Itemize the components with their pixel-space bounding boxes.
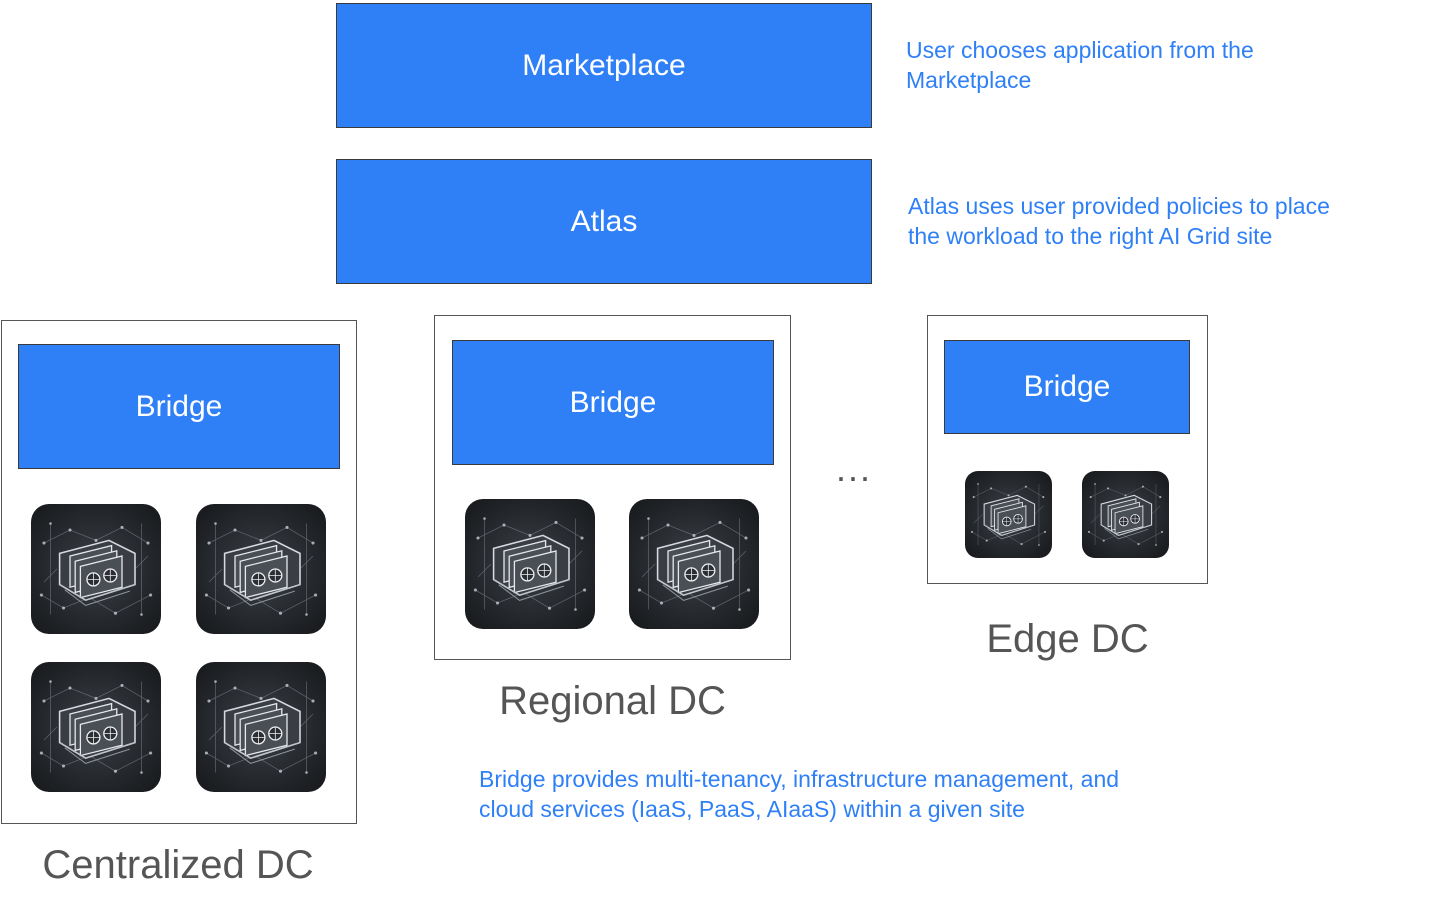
marketplace-note: User chooses application from the Market… (906, 35, 1254, 95)
regional-bridge-label: Bridge (569, 385, 657, 419)
edge-dc-label: Edge DC (986, 617, 1149, 661)
edge-dc-box: Bridge (927, 315, 1208, 584)
gpu-server-icon (465, 499, 595, 629)
gpu-server-icon (196, 504, 326, 634)
centralized-dc-box: Bridge (1, 320, 357, 824)
bridge-note-line2: cloud services (IaaS, PaaS, AIaaS) withi… (479, 796, 1025, 822)
gpu-server-icon (31, 662, 161, 792)
gpu-server-illustration (637, 517, 751, 611)
gpu-server-icon (965, 471, 1052, 558)
atlas-box: Atlas (336, 159, 872, 284)
atlas-note: Atlas uses user provided policies to pla… (908, 191, 1330, 251)
bridge-note: Bridge provides multi-tenancy, infrastru… (479, 764, 1119, 824)
gpu-server-illustration (970, 483, 1047, 546)
centralized-bridge-box: Bridge (18, 344, 340, 469)
gpu-server-illustration (473, 517, 587, 611)
gpu-server-illustration (204, 522, 318, 616)
more-sites-ellipsis: ... (836, 448, 873, 489)
gpu-server-illustration (204, 680, 318, 774)
gpu-server-icon (31, 504, 161, 634)
regional-dc-box: Bridge (434, 315, 791, 660)
atlas-label: Atlas (570, 204, 638, 238)
edge-bridge-label: Bridge (1023, 370, 1111, 403)
marketplace-box: Marketplace (336, 3, 872, 128)
gpu-server-icon (629, 499, 759, 629)
marketplace-label: Marketplace (522, 48, 686, 82)
edge-bridge-box: Bridge (944, 340, 1190, 434)
marketplace-note-line2: Marketplace (906, 67, 1032, 93)
atlas-note-line2: the workload to the right AI Grid site (908, 223, 1273, 249)
atlas-note-line1: Atlas uses user provided policies to pla… (908, 193, 1330, 219)
centralized-bridge-label: Bridge (135, 389, 223, 423)
bridge-note-line1: Bridge provides multi-tenancy, infrastru… (479, 766, 1120, 792)
centralized-dc-label: Centralized DC (42, 843, 314, 887)
gpu-server-icon (1082, 471, 1169, 558)
gpu-server-illustration (39, 680, 153, 774)
gpu-server-illustration (1087, 483, 1164, 546)
regional-bridge-box: Bridge (452, 340, 774, 465)
marketplace-note-line1: User chooses application from the (906, 37, 1254, 63)
gpu-server-illustration (39, 522, 153, 616)
gpu-server-icon (196, 662, 326, 792)
regional-dc-label: Regional DC (499, 679, 726, 723)
